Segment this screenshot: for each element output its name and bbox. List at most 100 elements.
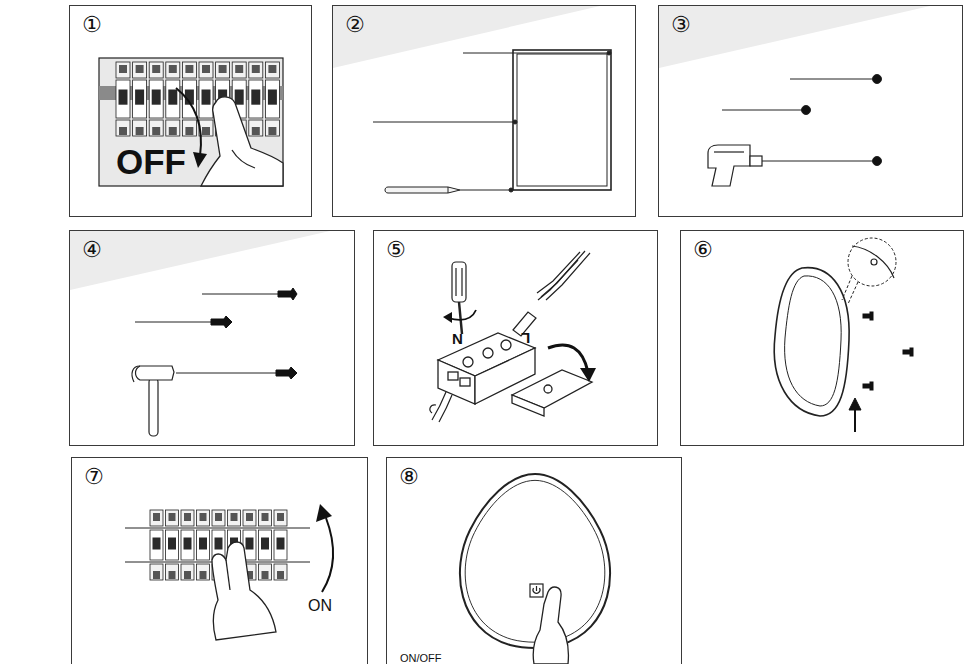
button-caption: ON/OFF <box>400 653 442 664</box>
breaker-toggle <box>261 538 269 550</box>
breaker-top <box>274 510 287 526</box>
terminal-block <box>448 372 458 380</box>
breaker-terminal <box>185 127 193 135</box>
breaker-terminal <box>235 65 243 73</box>
supply-wires <box>537 252 580 293</box>
step-panel: ⑦ <box>71 457 368 664</box>
hammer <box>149 378 158 436</box>
breaker-terminal <box>262 513 269 521</box>
breaker-terminal <box>268 127 276 135</box>
screwdriver <box>452 262 466 334</box>
breaker-toggle <box>153 538 161 550</box>
terminal-block <box>460 378 470 386</box>
hammer <box>136 366 175 380</box>
rotation-arrow <box>548 345 588 372</box>
breaker-body <box>166 80 180 118</box>
hand <box>232 150 255 168</box>
mirror-frame <box>513 50 611 190</box>
breaker-top <box>249 62 263 78</box>
arrow-head <box>316 504 332 522</box>
mirror-front <box>465 480 605 642</box>
drill <box>750 156 762 166</box>
breaker-toggle <box>184 538 192 550</box>
mirror-side <box>785 276 842 406</box>
breaker-terminal <box>169 513 176 521</box>
hand <box>533 587 568 664</box>
wall-anchor <box>278 288 297 300</box>
leader-line <box>607 51 611 55</box>
arrow-head <box>193 152 207 168</box>
cable <box>439 395 452 422</box>
breaker-bottom <box>182 120 196 136</box>
breaker-top <box>212 510 225 526</box>
wall-anchor <box>276 367 297 379</box>
hammer <box>132 366 140 382</box>
breaker-body <box>274 530 287 560</box>
breaker-bottom <box>133 120 147 136</box>
breaker-terminal <box>202 65 210 73</box>
mirror-front <box>460 474 610 648</box>
hand <box>201 97 283 186</box>
breaker-terminal <box>219 65 227 73</box>
supply-wires <box>538 260 578 300</box>
wall-screw <box>903 350 910 354</box>
wall-screw <box>910 348 913 356</box>
leader-line <box>873 75 882 84</box>
lift-arrow <box>849 398 861 410</box>
cable <box>430 405 436 413</box>
power-button <box>530 584 543 597</box>
breaker-terminal <box>169 571 176 579</box>
breaker-row <box>116 62 279 136</box>
supply-wires <box>537 251 590 300</box>
breaker-bottom <box>274 564 287 580</box>
breaker-toggle <box>119 90 128 105</box>
leader-line <box>463 53 609 54</box>
drill <box>708 145 750 186</box>
breaker-terminal <box>152 127 160 135</box>
breaker-body <box>150 530 163 560</box>
hand <box>212 542 276 640</box>
wall-screw <box>863 384 870 388</box>
breaker-toggle <box>246 538 254 550</box>
breaker-toggle <box>268 90 277 105</box>
breaker-bottom <box>150 564 163 580</box>
arrow-head <box>443 312 452 323</box>
wall-anchor <box>211 288 297 379</box>
mirror-frame <box>513 50 611 190</box>
hand <box>226 560 230 590</box>
breaker-top <box>181 510 194 526</box>
pencil <box>385 187 460 193</box>
hand <box>533 587 568 664</box>
breaker-terminal <box>153 571 160 579</box>
header-band <box>659 6 930 68</box>
breaker-body <box>249 80 263 118</box>
leader-line <box>509 188 513 192</box>
step-panel: ④ <box>69 230 355 446</box>
breaker-terminal <box>262 571 269 579</box>
detail-screw <box>871 259 877 265</box>
step-panel: ③ <box>658 5 963 217</box>
breaker-top <box>232 62 246 78</box>
hammer <box>132 366 174 436</box>
arrow-head <box>193 152 207 168</box>
breaker-bottom <box>197 564 210 580</box>
step-number: ② <box>345 12 365 38</box>
breaker-terminal <box>152 65 160 73</box>
direction-arrow <box>322 518 333 592</box>
supply-wires <box>546 253 590 300</box>
pencil <box>448 187 449 193</box>
drill <box>708 145 762 186</box>
detail-screw <box>852 246 894 278</box>
rotation-arrow <box>548 345 588 372</box>
breaker-top <box>243 510 256 526</box>
screwdriver <box>459 302 462 334</box>
breaker-bottom <box>265 120 279 136</box>
detail-callout <box>848 238 896 286</box>
breaker-terminal <box>268 65 276 73</box>
breaker-top <box>166 510 179 526</box>
breaker-bottom <box>166 120 180 136</box>
hand <box>201 97 283 186</box>
hand <box>212 542 276 640</box>
breaker-terminal <box>252 127 260 135</box>
